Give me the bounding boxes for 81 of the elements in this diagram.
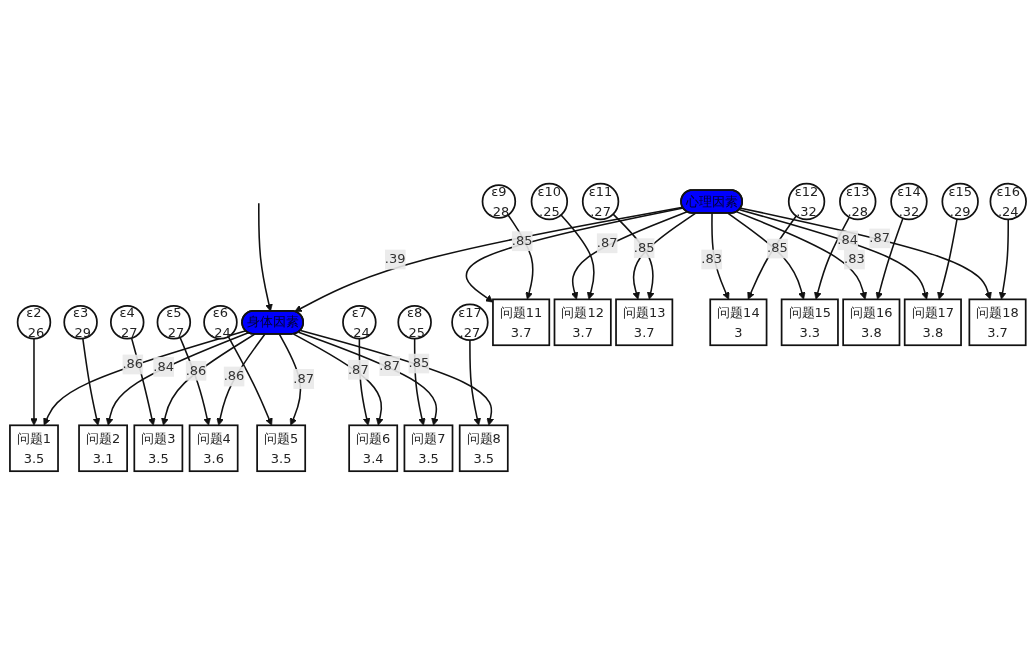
node-box: 问题6 3.4 [348,424,399,473]
node-circle: ε3 .29 [63,305,98,340]
arrow [875,217,904,301]
arrow [179,337,211,427]
arrow [738,209,929,301]
node-circle: ε8 .25 [397,305,432,340]
node-circle: ε9 .28 [481,184,517,220]
arrow [747,215,797,301]
node-circle: ε2 .26 [16,305,52,340]
edge-label: .87 [347,361,369,378]
arrow [297,331,439,427]
edge-label: .83 [844,251,865,268]
node-box: 问题1 3.5 [9,424,59,473]
arrow [632,213,697,301]
node-box: 问题5 3.5 [256,424,307,473]
arrow [292,333,384,427]
node-box: 问题12 3.7 [553,298,612,347]
arrow [82,338,101,427]
edge-label: .86 [185,362,207,379]
node-circle: ε17 .27 [451,304,489,342]
arrow [358,338,371,427]
node-circle: ε11 .27 [581,183,620,221]
node-box: 问题7 3.5 [403,424,454,473]
node-circle: ε6 .24 [203,305,238,340]
node-circle: ε10 .25 [530,183,569,221]
edge-label: .85 [408,355,430,372]
node-box: 问题11 3.7 [492,298,551,347]
node-circle: ε16 .24 [989,183,1027,221]
arrow [465,207,684,303]
node-circle: ε5 .27 [156,305,192,340]
node-box: 问题17 3.8 [903,298,962,347]
node-circle: ε14 .32 [890,183,928,221]
arrow [294,206,684,313]
arrow [413,338,426,427]
edge-label: .85 [511,233,533,250]
node-circle: ε13 .28 [839,183,877,221]
edge-label: .39 [384,251,406,268]
node-box: 问题3 3.5 [133,424,184,473]
arrow [469,339,481,427]
arrow [739,207,992,301]
edge-label: .87 [869,230,890,247]
arrow [711,213,730,301]
edge-label: .87 [293,371,314,387]
node-box: 问题4 3.6 [188,424,239,473]
edge-label: .85 [633,240,655,256]
arrow [727,213,806,301]
arrow [735,211,868,301]
edge-label: .84 [837,232,859,249]
edge-label: .87 [596,235,618,252]
node-circle: ε12 .32 [787,183,826,221]
arrow [161,333,256,427]
edge-label: .83 [701,251,722,268]
edge-label: .85 [767,240,788,257]
edge-label: .87 [379,358,400,374]
edge-label: .86 [223,368,245,385]
node-box: 问题8 3.5 [458,424,509,473]
node-box: 问题14 3 [709,298,768,347]
node-box: 问题15 3.3 [780,298,839,347]
arrow [216,333,266,427]
arrow [130,337,156,427]
arrow [571,211,688,301]
node-circle: ε4 .27 [109,305,145,340]
arrow [560,214,595,301]
arrow [43,330,247,427]
arrow [998,218,1009,301]
arrow [507,214,534,301]
node-box: 问题2 3.1 [78,424,128,473]
arrow [105,332,250,427]
node-box: 问题13 3.7 [615,298,674,347]
arrow [278,333,302,427]
node-box: 问题18 3.7 [968,298,1027,347]
node-box: 问题16 3.8 [842,298,901,347]
node-circle: ε7 .24 [342,305,377,340]
arrow [299,330,494,427]
arrow [227,336,273,427]
edge-label: .86 [122,356,144,373]
arrow [937,218,958,301]
arrow [612,213,655,301]
node-circle: ε15 .29 [941,183,979,221]
arrow [814,216,851,301]
edge-label: .84 [153,359,174,375]
